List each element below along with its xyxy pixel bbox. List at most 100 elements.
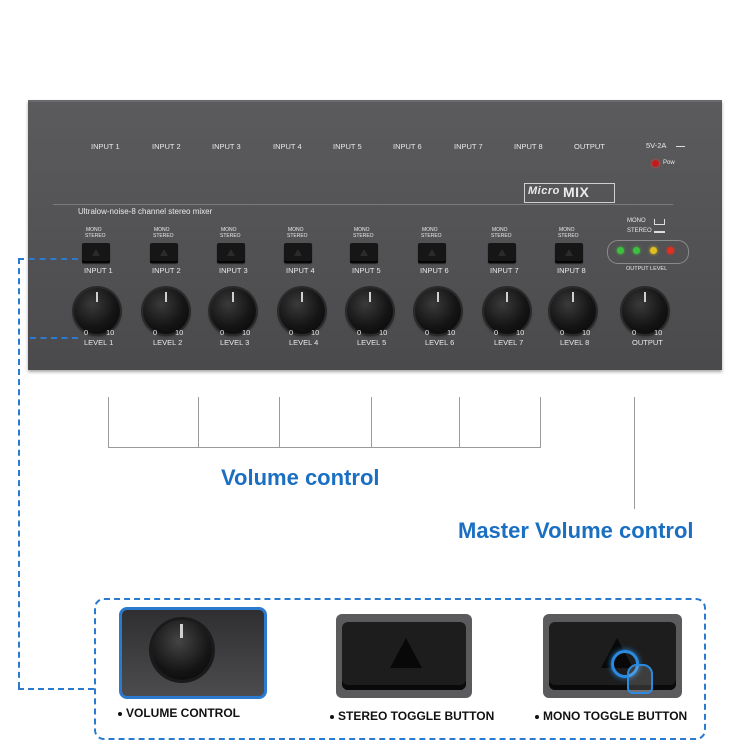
jack-label-input-2: INPUT 2 xyxy=(152,142,181,151)
volume-control-thumbnail xyxy=(119,607,267,699)
knob-min-label: 0 xyxy=(289,328,294,337)
jack-label-input-6: INPUT 6 xyxy=(393,142,422,151)
stereo-label: STEREO xyxy=(558,233,579,239)
knob-min-label: 0 xyxy=(357,328,362,337)
triangle-icon xyxy=(160,249,168,256)
power-led xyxy=(652,160,659,167)
level-knob-7[interactable] xyxy=(484,288,530,334)
volume-control-caption: VOLUME CONTROL xyxy=(118,706,240,720)
master-volume-control-label: Master Volume control xyxy=(458,518,694,543)
knob-label-level-1: LEVEL 1 xyxy=(84,338,114,347)
mono-toggle-thumbnail xyxy=(543,614,682,698)
knob-label-level-7: LEVEL 7 xyxy=(494,338,524,347)
button-label-input-4: INPUT 4 xyxy=(286,266,315,275)
level-knob-5[interactable] xyxy=(347,288,393,334)
knob-label-output: OUTPUT xyxy=(632,338,663,347)
mono-mode-icon xyxy=(654,219,665,225)
button-label-input-7: INPUT 7 xyxy=(490,266,519,275)
jack-label-output: OUTPUT xyxy=(574,142,605,151)
jack-label-input-8: INPUT 8 xyxy=(514,142,543,151)
triangle-icon xyxy=(428,249,436,256)
knob-min-label: 0 xyxy=(632,328,637,337)
button-label-input-8: INPUT 8 xyxy=(557,266,586,275)
feature-callout-box xyxy=(94,598,706,740)
button-label-input-3: INPUT 3 xyxy=(219,266,248,275)
knob-min-label: 0 xyxy=(84,328,89,337)
mixer-subtitle: Ultralow-noise-8 channel stereo mixer xyxy=(78,207,213,216)
button-label-input-1: INPUT 1 xyxy=(84,266,113,275)
mono-stereo-toggle-button-5[interactable] xyxy=(350,243,378,263)
jack-label-input-5: INPUT 5 xyxy=(333,142,362,151)
stereo-toggle-caption: STEREO TOGGLE BUTTON xyxy=(330,709,494,723)
mono-label: MONO xyxy=(492,227,508,233)
level-knob-8[interactable] xyxy=(550,288,596,334)
button-label-input-5: INPUT 5 xyxy=(352,266,381,275)
stereo-mode-icon xyxy=(654,231,665,233)
mono-stereo-toggle-button-2[interactable] xyxy=(150,243,178,263)
knob-max-label: 10 xyxy=(654,328,663,337)
output-level-led xyxy=(667,247,674,254)
pointing-hand-icon xyxy=(627,664,653,694)
knob-min-label: 0 xyxy=(425,328,430,337)
knob-max-label: 10 xyxy=(582,328,591,337)
triangle-icon xyxy=(565,249,573,256)
output-level-meter xyxy=(607,240,689,264)
level-knob-4[interactable] xyxy=(279,288,325,334)
knob-max-label: 10 xyxy=(379,328,388,337)
knob-max-label: 10 xyxy=(175,328,184,337)
panel-divider xyxy=(53,204,673,205)
knob-label-level-4: LEVEL 4 xyxy=(289,338,319,347)
triangle-icon xyxy=(390,638,422,668)
knob-min-label: 0 xyxy=(560,328,565,337)
output-level-label: OUTPUT LEVEL xyxy=(626,266,668,272)
stereo-label: STEREO xyxy=(85,233,106,239)
dc-symbol xyxy=(676,146,685,147)
level-knob-6[interactable] xyxy=(415,288,461,334)
output-level-led xyxy=(633,247,640,254)
mono-label: MONO xyxy=(86,227,102,233)
mode-mono-label: MONO xyxy=(627,218,646,224)
mono-stereo-toggle-button-6[interactable] xyxy=(418,243,446,263)
knob-label-level-8: LEVEL 8 xyxy=(560,338,590,347)
knob-min-label: 0 xyxy=(220,328,225,337)
jack-label-input-4: INPUT 4 xyxy=(273,142,302,151)
triangle-icon xyxy=(92,249,100,256)
jack-label-input-1: INPUT 1 xyxy=(91,142,120,151)
mode-stereo-label: STEREO xyxy=(627,228,652,234)
stereo-label: STEREO xyxy=(287,233,308,239)
level-knob-1[interactable] xyxy=(74,288,120,334)
brand-logo: Micro MIX xyxy=(524,183,615,203)
triangle-icon xyxy=(360,249,368,256)
output-knob[interactable] xyxy=(622,288,668,334)
stereo-label: STEREO xyxy=(421,233,442,239)
level-knob-3[interactable] xyxy=(210,288,256,334)
output-level-led xyxy=(617,247,624,254)
jack-label-input-3: INPUT 3 xyxy=(212,142,241,151)
knob-min-label: 0 xyxy=(153,328,158,337)
knob-label-level-3: LEVEL 3 xyxy=(220,338,250,347)
knob-max-label: 10 xyxy=(447,328,456,337)
knob-label-level-5: LEVEL 5 xyxy=(357,338,387,347)
mono-stereo-toggle-button-7[interactable] xyxy=(488,243,516,263)
mono-label: MONO xyxy=(559,227,575,233)
mono-label: MONO xyxy=(354,227,370,233)
stereo-toggle-thumbnail xyxy=(336,614,472,698)
knob-max-label: 10 xyxy=(516,328,525,337)
mono-toggle-caption: MONO TOGGLE BUTTON xyxy=(535,709,687,723)
mono-stereo-toggle-button-8[interactable] xyxy=(555,243,583,263)
knob-label-level-6: LEVEL 6 xyxy=(425,338,455,347)
mono-stereo-toggle-button-3[interactable] xyxy=(217,243,245,263)
mono-label: MONO xyxy=(154,227,170,233)
level-knob-2[interactable] xyxy=(143,288,189,334)
knob-max-label: 10 xyxy=(106,328,115,337)
mono-stereo-toggle-button-4[interactable] xyxy=(284,243,312,263)
stereo-label: STEREO xyxy=(220,233,241,239)
stereo-label: STEREO xyxy=(153,233,174,239)
knob-label-level-2: LEVEL 2 xyxy=(153,338,183,347)
knob-max-label: 10 xyxy=(311,328,320,337)
mono-stereo-toggle-button-1[interactable] xyxy=(82,243,110,263)
knob-max-label: 10 xyxy=(242,328,251,337)
triangle-icon xyxy=(227,249,235,256)
triangle-icon xyxy=(498,249,506,256)
pow-label: Pow xyxy=(663,160,675,166)
